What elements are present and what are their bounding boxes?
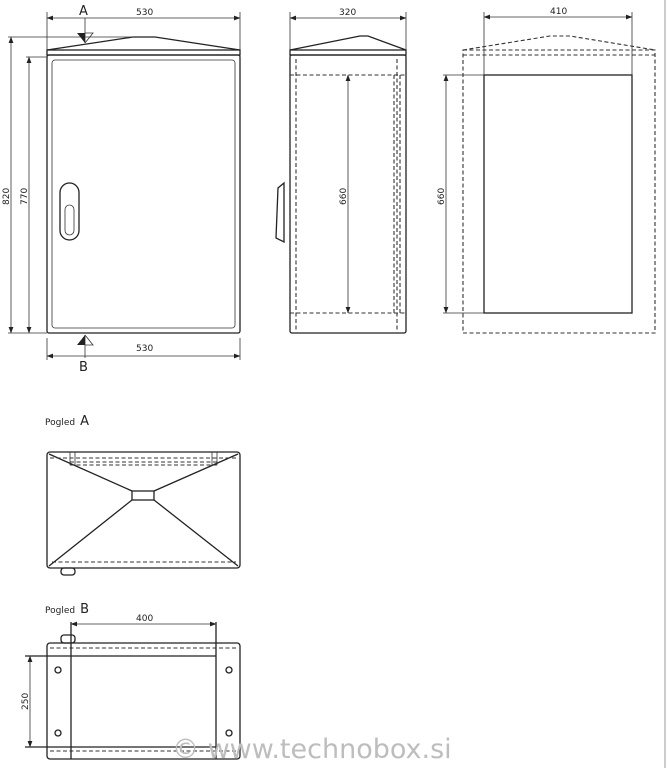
- dim-front-width-top: 530: [136, 8, 153, 18]
- door-handle: [59, 182, 80, 241]
- dim-side-inner-height: 660: [339, 188, 349, 205]
- side-handle: [275, 181, 285, 244]
- view-b: Pogled B 400 250: [21, 598, 241, 760]
- dim-front-body-height: 770: [20, 188, 30, 205]
- watermark: © www.technobox.si: [172, 734, 452, 765]
- rear-view: 410 660: [437, 7, 656, 334]
- side-view: 320 660: [275, 8, 407, 334]
- mounting-hole: [54, 666, 62, 674]
- section-marker-a: A: [79, 4, 88, 19]
- dim-front-total-height: 820: [2, 188, 12, 205]
- view-a-title: Pogled A: [45, 410, 89, 429]
- mounting-hole: [225, 666, 233, 674]
- view-b-title: Pogled B: [45, 598, 89, 617]
- dim-rear-height: 660: [437, 188, 447, 205]
- dim-side-depth: 320: [339, 8, 356, 18]
- cable-gland: [60, 567, 76, 576]
- mounting-hole: [54, 729, 62, 737]
- view-a: Pogled A: [45, 410, 241, 576]
- dim-front-width-bottom: 530: [136, 344, 153, 354]
- dim-view-b-depth: 250: [21, 693, 31, 710]
- section-marker-b: B: [79, 360, 88, 375]
- dim-view-b-width: 400: [136, 614, 153, 624]
- front-view: 530 530 820 770 A B: [2, 4, 241, 375]
- mounting-hole: [225, 729, 233, 737]
- dim-rear-width: 410: [550, 7, 567, 17]
